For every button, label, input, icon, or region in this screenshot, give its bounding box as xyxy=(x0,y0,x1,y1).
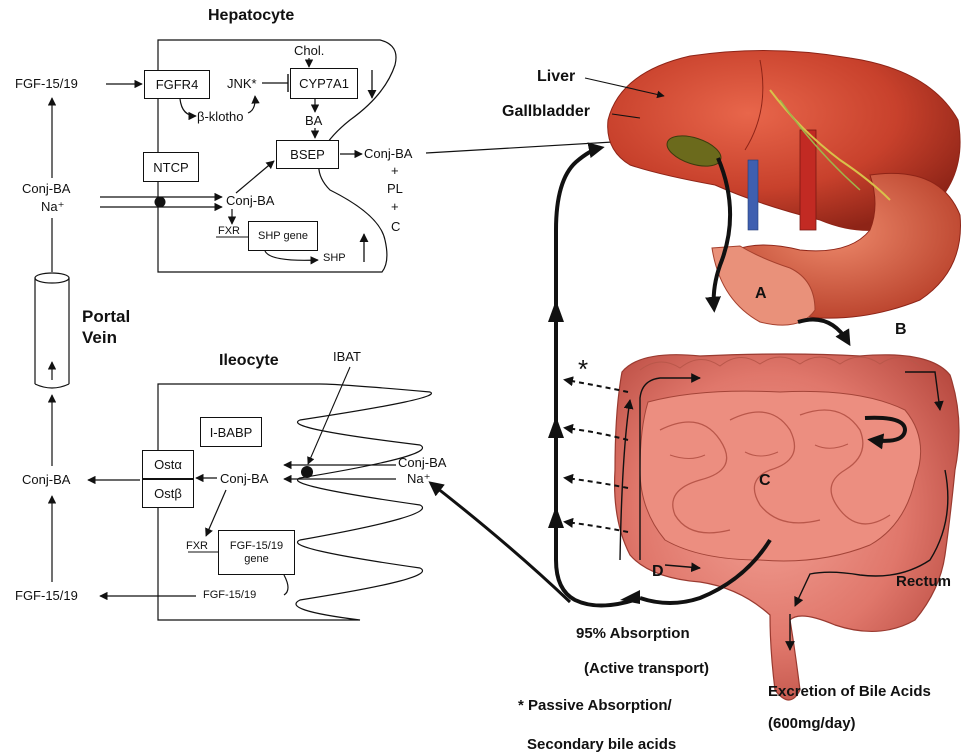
fgf-gene-label-1: FGF-15/19 xyxy=(230,540,283,553)
excretion-label-1: Excretion of Bile Acids xyxy=(768,684,931,699)
liver-label: Liver xyxy=(537,69,575,85)
label-c: C xyxy=(759,473,771,489)
ost-beta-box: Ostβ xyxy=(142,479,194,508)
absorption-label-2: (Active transport) xyxy=(584,661,709,676)
plus-1: + xyxy=(391,164,399,177)
label-b: B xyxy=(895,322,907,338)
passive-absorption-label-2: Secondary bile acids xyxy=(527,737,676,752)
ba-label: BA xyxy=(305,114,322,127)
plus-2: + xyxy=(391,200,399,213)
hepatocyte-fxr-label: FXR xyxy=(218,226,240,237)
passive-asterisk: * xyxy=(578,356,588,382)
portal-vein-label-1: Portal xyxy=(82,308,130,325)
hepatocyte-conj-ba-label: Conj-BA xyxy=(226,194,274,207)
excretion-label-2: (600mg/day) xyxy=(768,716,856,731)
arrow-intestine-to-ileocyte xyxy=(432,484,570,602)
shp-label: SHP xyxy=(323,253,346,264)
passive-absorption-label-1: * Passive Absorption/ xyxy=(518,698,672,713)
ost-alpha-box: Ostα xyxy=(142,450,194,479)
jnk-label: JNK* xyxy=(227,77,257,90)
hepatocyte-title: Hepatocyte xyxy=(208,8,294,24)
absorption-label-1: 95% Absorption xyxy=(576,626,690,641)
ileocyte-fxr-label: FXR xyxy=(186,541,208,552)
arrow-klotho-to-jnk xyxy=(248,96,255,113)
label-a: A xyxy=(755,286,767,302)
ntcp-transporter-dot xyxy=(155,197,166,208)
ileocyte-membrane xyxy=(158,384,431,620)
label-d: D xyxy=(652,564,664,580)
bsep-box: BSEP xyxy=(276,140,339,169)
ibabp-box: I-BABP xyxy=(200,417,262,447)
c-label: C xyxy=(391,220,400,233)
aorta xyxy=(800,130,816,230)
ibat-label: IBAT xyxy=(333,350,361,363)
fgf-gene-label-2: gene xyxy=(244,553,268,566)
fgf-gene-box: FGF-15/19 gene xyxy=(218,530,295,575)
lumen-na-label: Na⁺ xyxy=(407,472,430,485)
lumen-conj-ba-label: Conj-BA xyxy=(398,456,446,469)
fgfr4-box: FGFR4 xyxy=(144,70,210,99)
ntcp-box: NTCP xyxy=(143,152,199,182)
shp-gene-label: SHP gene xyxy=(258,230,308,243)
ileocyte-title: Ileocyte xyxy=(219,353,279,369)
shp-gene-box: SHP gene xyxy=(248,221,318,251)
fgf-top-label: FGF-15/19 xyxy=(15,77,78,90)
passive-absorption-arrow-1 xyxy=(566,380,628,392)
portal-conj-ba-bottom-label: Conj-BA xyxy=(22,473,70,486)
fgf-bottom-label: FGF-15/19 xyxy=(15,589,78,602)
ibat-transporter-dot xyxy=(301,466,313,478)
ileocyte-conj-ba-label: Conj-BA xyxy=(220,472,268,485)
pl-label: PL xyxy=(387,182,403,195)
rectum-label: Rectum xyxy=(896,574,951,589)
gallbladder-label: Gallbladder xyxy=(502,104,590,120)
arrow-a-to-b xyxy=(798,320,848,343)
secretion-conj-ba-label: Conj-BA xyxy=(364,147,412,160)
arrow-fgfr4-to-klotho xyxy=(180,99,196,116)
portal-na-label: Na⁺ xyxy=(41,200,64,213)
chol-label: Chol. xyxy=(294,44,324,57)
ibat-pointer xyxy=(308,367,350,464)
portal-vein-label-2: Vein xyxy=(82,329,117,346)
ileocyte-fgf-out-label: FGF-15/19 xyxy=(203,590,256,601)
portal-conj-ba-label: Conj-BA xyxy=(22,182,70,195)
cyp7a1-box: CYP7A1 xyxy=(290,68,358,99)
portal-vein-top xyxy=(35,273,69,283)
beta-klotho-label: β-klotho xyxy=(197,110,244,123)
